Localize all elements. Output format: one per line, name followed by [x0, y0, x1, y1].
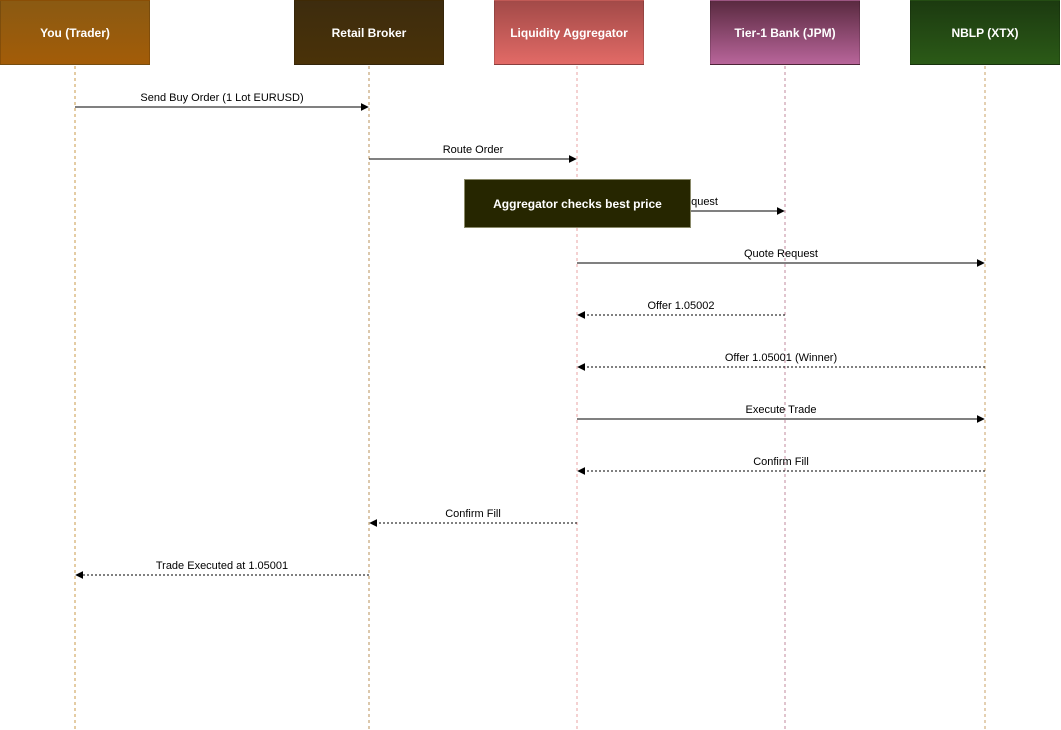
actor-tier1-bank: Tier-1 Bank (JPM) — [710, 0, 860, 65]
message-label-8: Confirm Fill — [445, 508, 501, 520]
message-label-0: Send Buy Order (1 Lot EURUSD) — [140, 92, 303, 104]
note-box: Aggregator checks best price — [464, 179, 691, 228]
actor-label: Retail Broker — [331, 25, 407, 40]
actor-liquidity-aggregator: Liquidity Aggregator — [494, 0, 644, 65]
message-label-4: Offer 1.05002 — [647, 300, 714, 312]
message-label-5: Offer 1.05001 (Winner) — [725, 352, 837, 364]
message-label-7: Confirm Fill — [753, 456, 809, 468]
actor-retail-broker: Retail Broker — [294, 0, 444, 65]
message-label-3: Quote Request — [744, 248, 818, 260]
actor-label: You (Trader) — [40, 25, 110, 40]
actor-trader: You (Trader) — [0, 0, 150, 65]
note-label: Aggregator checks best price — [493, 196, 662, 211]
actor-nblp: NBLP (XTX) — [910, 0, 1060, 65]
message-label-1: Route Order — [443, 144, 504, 156]
message-label-9: Trade Executed at 1.05001 — [156, 560, 288, 572]
actor-label: Liquidity Aggregator — [510, 25, 628, 40]
actor-label: Tier-1 Bank (JPM) — [734, 25, 836, 40]
message-label-6: Execute Trade — [746, 404, 817, 416]
actor-label: NBLP (XTX) — [951, 25, 1019, 40]
